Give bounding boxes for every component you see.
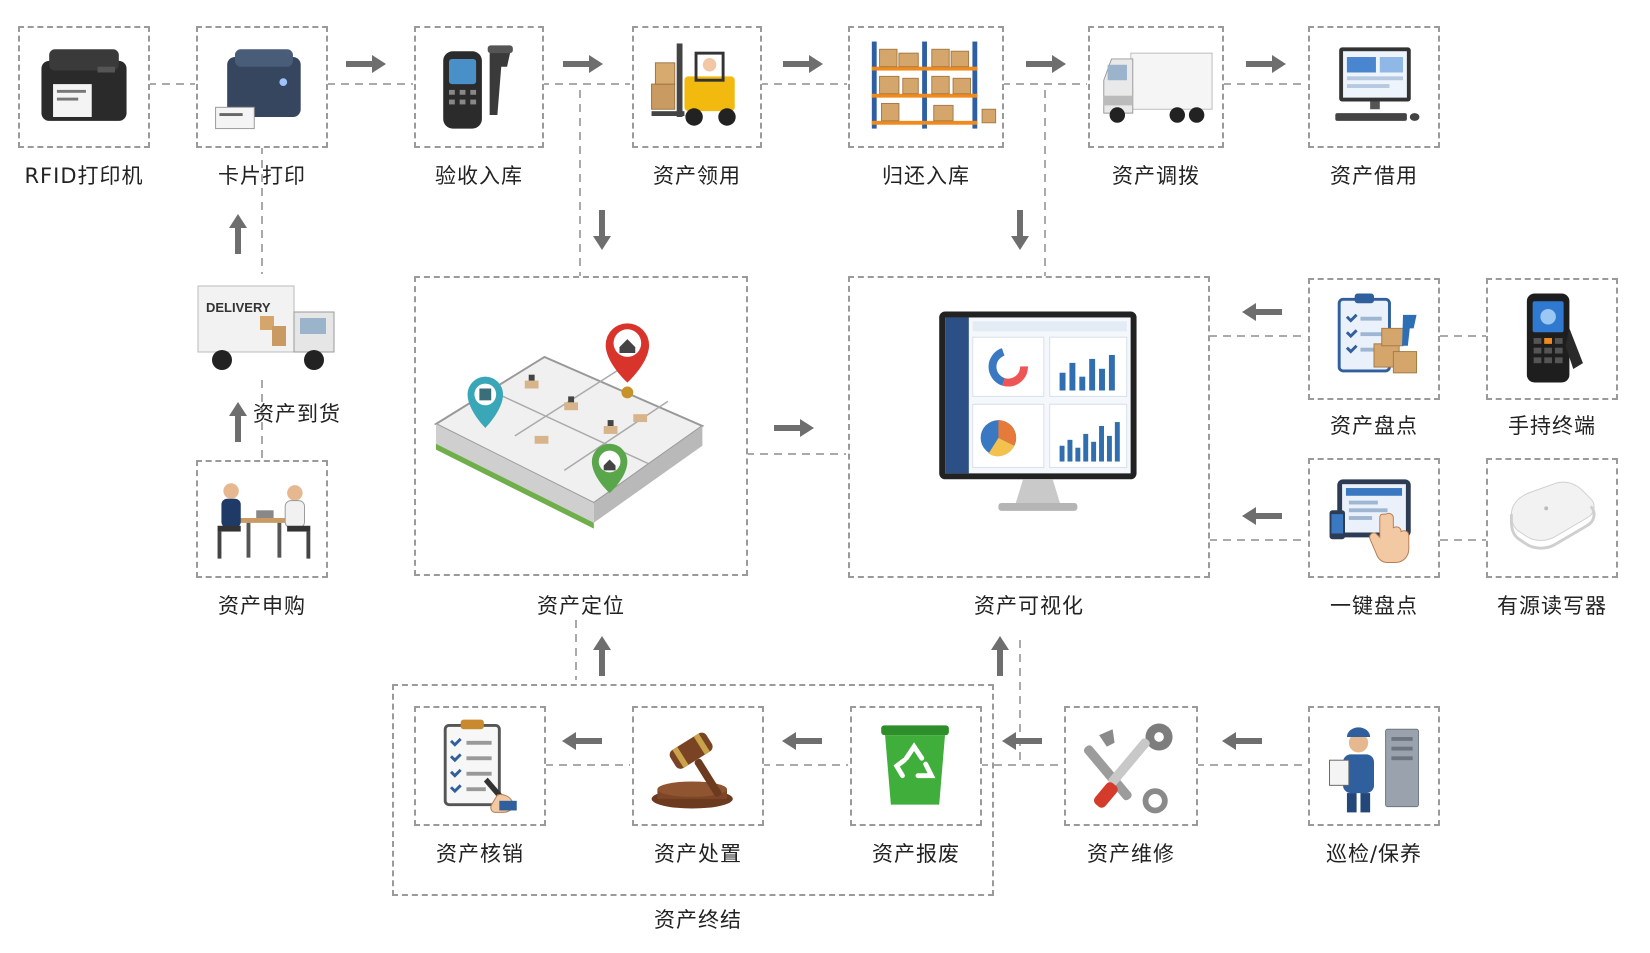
write-off-node[interactable] [414,706,546,826]
warehouse-shelf-icon [871,41,997,129]
disposal-label: 资产处置 [654,842,742,866]
checklist-icon [443,719,517,813]
reader-device-icon [1509,481,1596,550]
location-pin-teal [467,376,504,428]
scrap-node[interactable] [850,706,982,826]
location-node[interactable] [414,276,748,576]
card-print-label: 卡片打印 [218,164,306,188]
meeting-icon [217,483,311,559]
borrow-label: 资产借用 [1330,164,1418,188]
one-click-node[interactable] [1308,458,1440,578]
disposal-node[interactable] [632,706,764,826]
forklift-icon [651,43,736,126]
transfer-label: 资产调拨 [1112,164,1200,188]
location-pin-red [605,323,650,399]
requisition-node[interactable] [632,26,762,148]
borrow-node[interactable] [1308,26,1440,148]
inspection-node[interactable] [1308,706,1440,826]
computer-icon [1335,47,1420,121]
purchase-request-node[interactable] [196,460,328,578]
wrench-tools-icon [1083,723,1173,814]
arrival-label: 资产到货 [253,402,341,426]
handheld-terminal-icon [1526,293,1583,383]
receiving-label: 验收入库 [435,164,523,188]
maintenance-node[interactable] [1064,706,1198,826]
rfid-printer-label: RFID打印机 [24,164,144,188]
active-reader-label: 有源读写器 [1497,594,1607,618]
receiving-node[interactable] [414,26,544,148]
card-print-node[interactable] [196,26,328,148]
delivery-text: DELIVERY [206,300,271,315]
rfid-printer-node[interactable] [18,26,150,148]
requisition-label: 资产领用 [653,164,741,188]
handheld-label: 手持终端 [1508,414,1596,438]
visualization-label: 资产可视化 [974,594,1084,618]
scanner-icon [443,45,513,129]
location-pin-green [591,443,628,494]
card-printer-icon [215,49,301,130]
write-off-label: 资产核销 [436,842,524,866]
return-label: 归还入库 [882,164,970,188]
dashboard-monitor-icon [939,311,1137,511]
clipboard-scanner-icon [1337,293,1418,374]
transfer-node[interactable] [1088,26,1224,148]
truck-icon [1103,52,1213,123]
inspection-label: 巡检/保养 [1325,842,1423,866]
floorplan-map-icon [433,323,705,529]
recycle-bin-icon [881,725,949,805]
arrival-node[interactable]: DELIVERY [196,276,342,386]
return-node[interactable] [848,26,1004,148]
inventory-node[interactable] [1308,278,1440,400]
tablet-touch-icon [1329,479,1411,563]
visualization-node[interactable] [848,276,1210,578]
one-click-label: 一键盘点 [1330,594,1418,618]
active-reader-node[interactable] [1486,458,1618,578]
delivery-truck-icon: DELIVERY [197,285,335,370]
location-label: 资产定位 [537,594,625,618]
technician-icon [1329,727,1419,813]
purchase-request-label: 资产申购 [218,594,306,618]
termination-group-box [392,684,994,896]
gavel-icon [651,732,733,809]
scrap-label: 资产报废 [872,842,960,866]
inventory-label: 资产盘点 [1330,414,1418,438]
handheld-node[interactable] [1486,278,1618,400]
termination-label: 资产终结 [654,908,742,932]
maintenance-label: 资产维修 [1087,842,1175,866]
printer-icon [41,49,127,121]
